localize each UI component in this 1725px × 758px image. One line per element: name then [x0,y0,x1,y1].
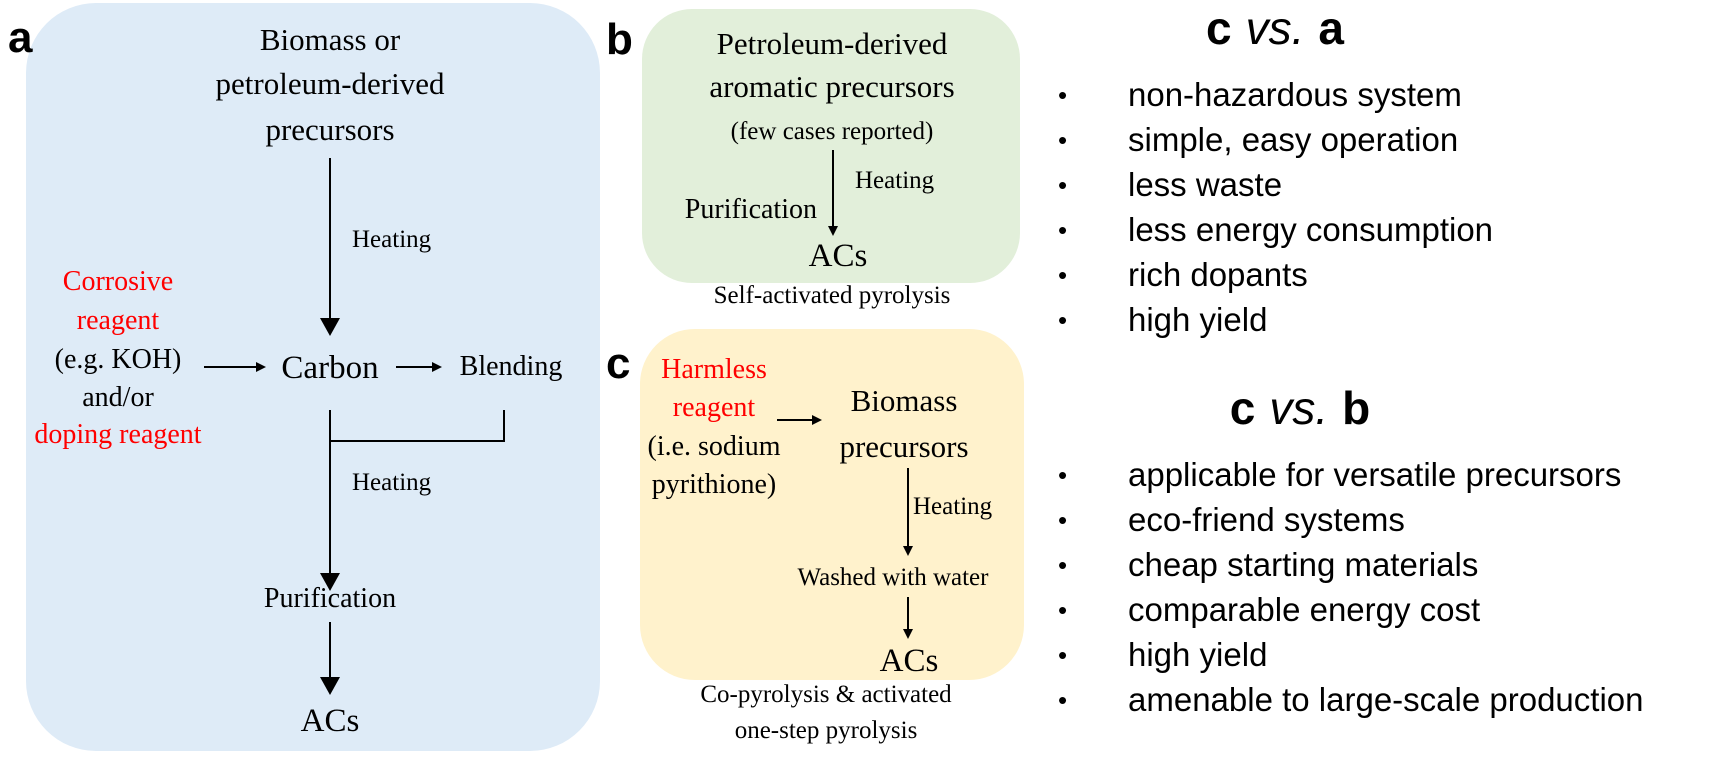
panel-a-letter: a [8,13,33,62]
comparison-2-left: c [1230,382,1256,434]
bullet-icon: • [1058,170,1067,200]
panel-b-heating-label: Heating [855,167,935,194]
comparison-2-vs: vs. [1269,382,1328,434]
panel-a-carbon: Carbon [281,350,378,386]
panel-c-precursor-line-1: Biomass [851,383,958,418]
panel-c-reagent-example-line-1: (i.e. sodium [648,431,781,462]
panel-b-note: (few cases reported) [731,118,934,145]
panel-a-heating-1-label: Heating [352,226,432,253]
panel-b-product-acs: ACs [809,238,868,274]
bullet-icon: • [1058,260,1067,290]
comparison-1-item: simple, easy operation [1128,121,1458,158]
panel-c-harmless-line-1: Harmless [661,354,767,385]
panel-c-background [640,329,1024,680]
bullet-icon: • [1058,505,1067,535]
panel-a-precursor-line-3: precursors [265,112,394,147]
panel-c-washed: Washed with water [798,564,990,591]
panel-a-corrosive-line-1: Corrosive [63,266,173,297]
comparison-2-item: eco-friend systems [1128,501,1405,538]
bullet-icon: • [1058,125,1067,155]
panel-b-precursor-line-1: Petroleum-derived [717,26,948,61]
comparison-1-item: less waste [1128,166,1282,203]
comparison-1-left: c [1206,2,1232,54]
panel-c-reagent-example-line-2: pyrithione) [652,469,776,500]
bullet-icon: • [1058,685,1067,715]
panel-a-blending: Blending [460,351,563,382]
bullet-icon: • [1058,640,1067,670]
panel-a-purification: Purification [264,583,396,614]
comparison-1-vs: vs. [1246,2,1305,54]
panel-a-precursor-line-2: petroleum-derived [216,66,445,101]
comparison-c-vs-a: c vs.a • non-hazardous system • simple, e… [1058,2,1493,338]
comparison-2-item: applicable for versatile precursors [1128,456,1621,493]
panel-b: b Petroleum-derived aromatic precursors … [606,9,1020,309]
panel-a-doping-reagent: doping reagent [34,419,201,450]
panel-b-precursor-line-2: aromatic precursors [709,69,954,104]
bullet-icon: • [1058,595,1067,625]
panel-c-product-acs: ACs [880,643,939,679]
panel-a-corrosive-line-2: reagent [77,305,160,336]
comparison-1-item: non-hazardous system [1128,76,1462,113]
comparison-2-right: b [1342,382,1370,434]
comparison-2-item: comparable energy cost [1128,591,1480,628]
panel-c: c Harmless reagent (i.e. sodium pyrithio… [606,329,1024,744]
panel-a-reagent-andor: and/or [82,382,154,413]
panel-b-background [642,9,1020,283]
bullet-icon: • [1058,80,1067,110]
panel-a: a Biomass or petroleum-derived precursor… [8,3,600,751]
comparison-2-item: high yield [1128,636,1267,673]
comparison-1-item: less energy consumption [1128,211,1493,248]
panel-c-harmless-line-2: reagent [673,392,756,423]
bullet-icon: • [1058,215,1067,245]
panel-a-blending-return-line [330,410,505,442]
panel-c-precursor-line-2: precursors [839,429,968,464]
comparison-1-item: rich dopants [1128,256,1308,293]
bullet-icon: • [1058,550,1067,580]
comparison-1-right: a [1318,2,1344,54]
panel-c-caption-line-1: Co-pyrolysis & activated [700,681,952,708]
bullet-icon: • [1058,460,1067,490]
panel-b-caption: Self-activated pyrolysis [714,282,951,309]
comparison-1-item: high yield [1128,301,1267,338]
panel-a-reagent-example: (e.g. KOH) [55,344,182,375]
comparison-1-heading: c vs.a [1206,2,1344,54]
panel-a-heating-2-label: Heating [352,469,432,496]
panel-b-letter: b [606,15,633,64]
panel-a-precursor-line-1: Biomass or [260,22,401,57]
panel-b-purification: Purification [685,194,817,225]
panel-c-caption-line-2: one-step pyrolysis [735,717,918,744]
comparison-2-item: cheap starting materials [1128,546,1478,583]
comparison-1-list: • non-hazardous system • simple, easy op… [1058,76,1493,338]
panel-c-letter: c [606,339,630,388]
panel-c-heating-label: Heating [913,493,993,520]
comparison-2-list: • applicable for versatile precursors • … [1058,456,1643,718]
comparison-2-item: amenable to large-scale production [1128,681,1643,718]
panel-a-background [26,3,600,751]
panel-a-product-acs: ACs [301,703,360,739]
bullet-icon: • [1058,305,1067,335]
